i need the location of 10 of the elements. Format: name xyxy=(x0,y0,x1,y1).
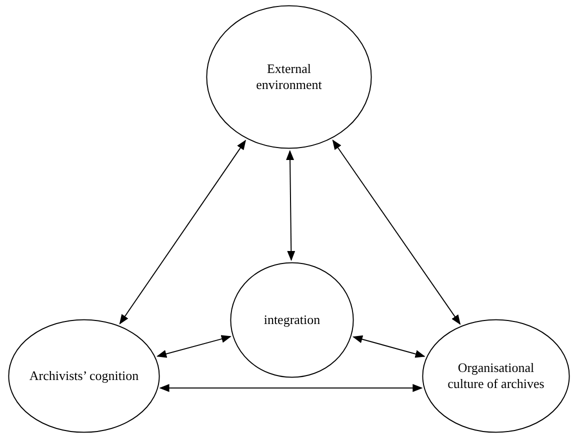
node-label: Archivists’ cognition xyxy=(29,368,139,384)
double-arrow xyxy=(156,335,232,358)
node-label: Organisational culture of archives xyxy=(446,360,546,392)
double-arrow xyxy=(352,335,426,358)
node-label: integration xyxy=(264,312,320,328)
node-label: External environment xyxy=(255,60,323,94)
double-arrow xyxy=(119,140,246,324)
double-arrow xyxy=(286,150,296,261)
double-arrow xyxy=(159,384,423,392)
double-arrow xyxy=(332,140,461,325)
